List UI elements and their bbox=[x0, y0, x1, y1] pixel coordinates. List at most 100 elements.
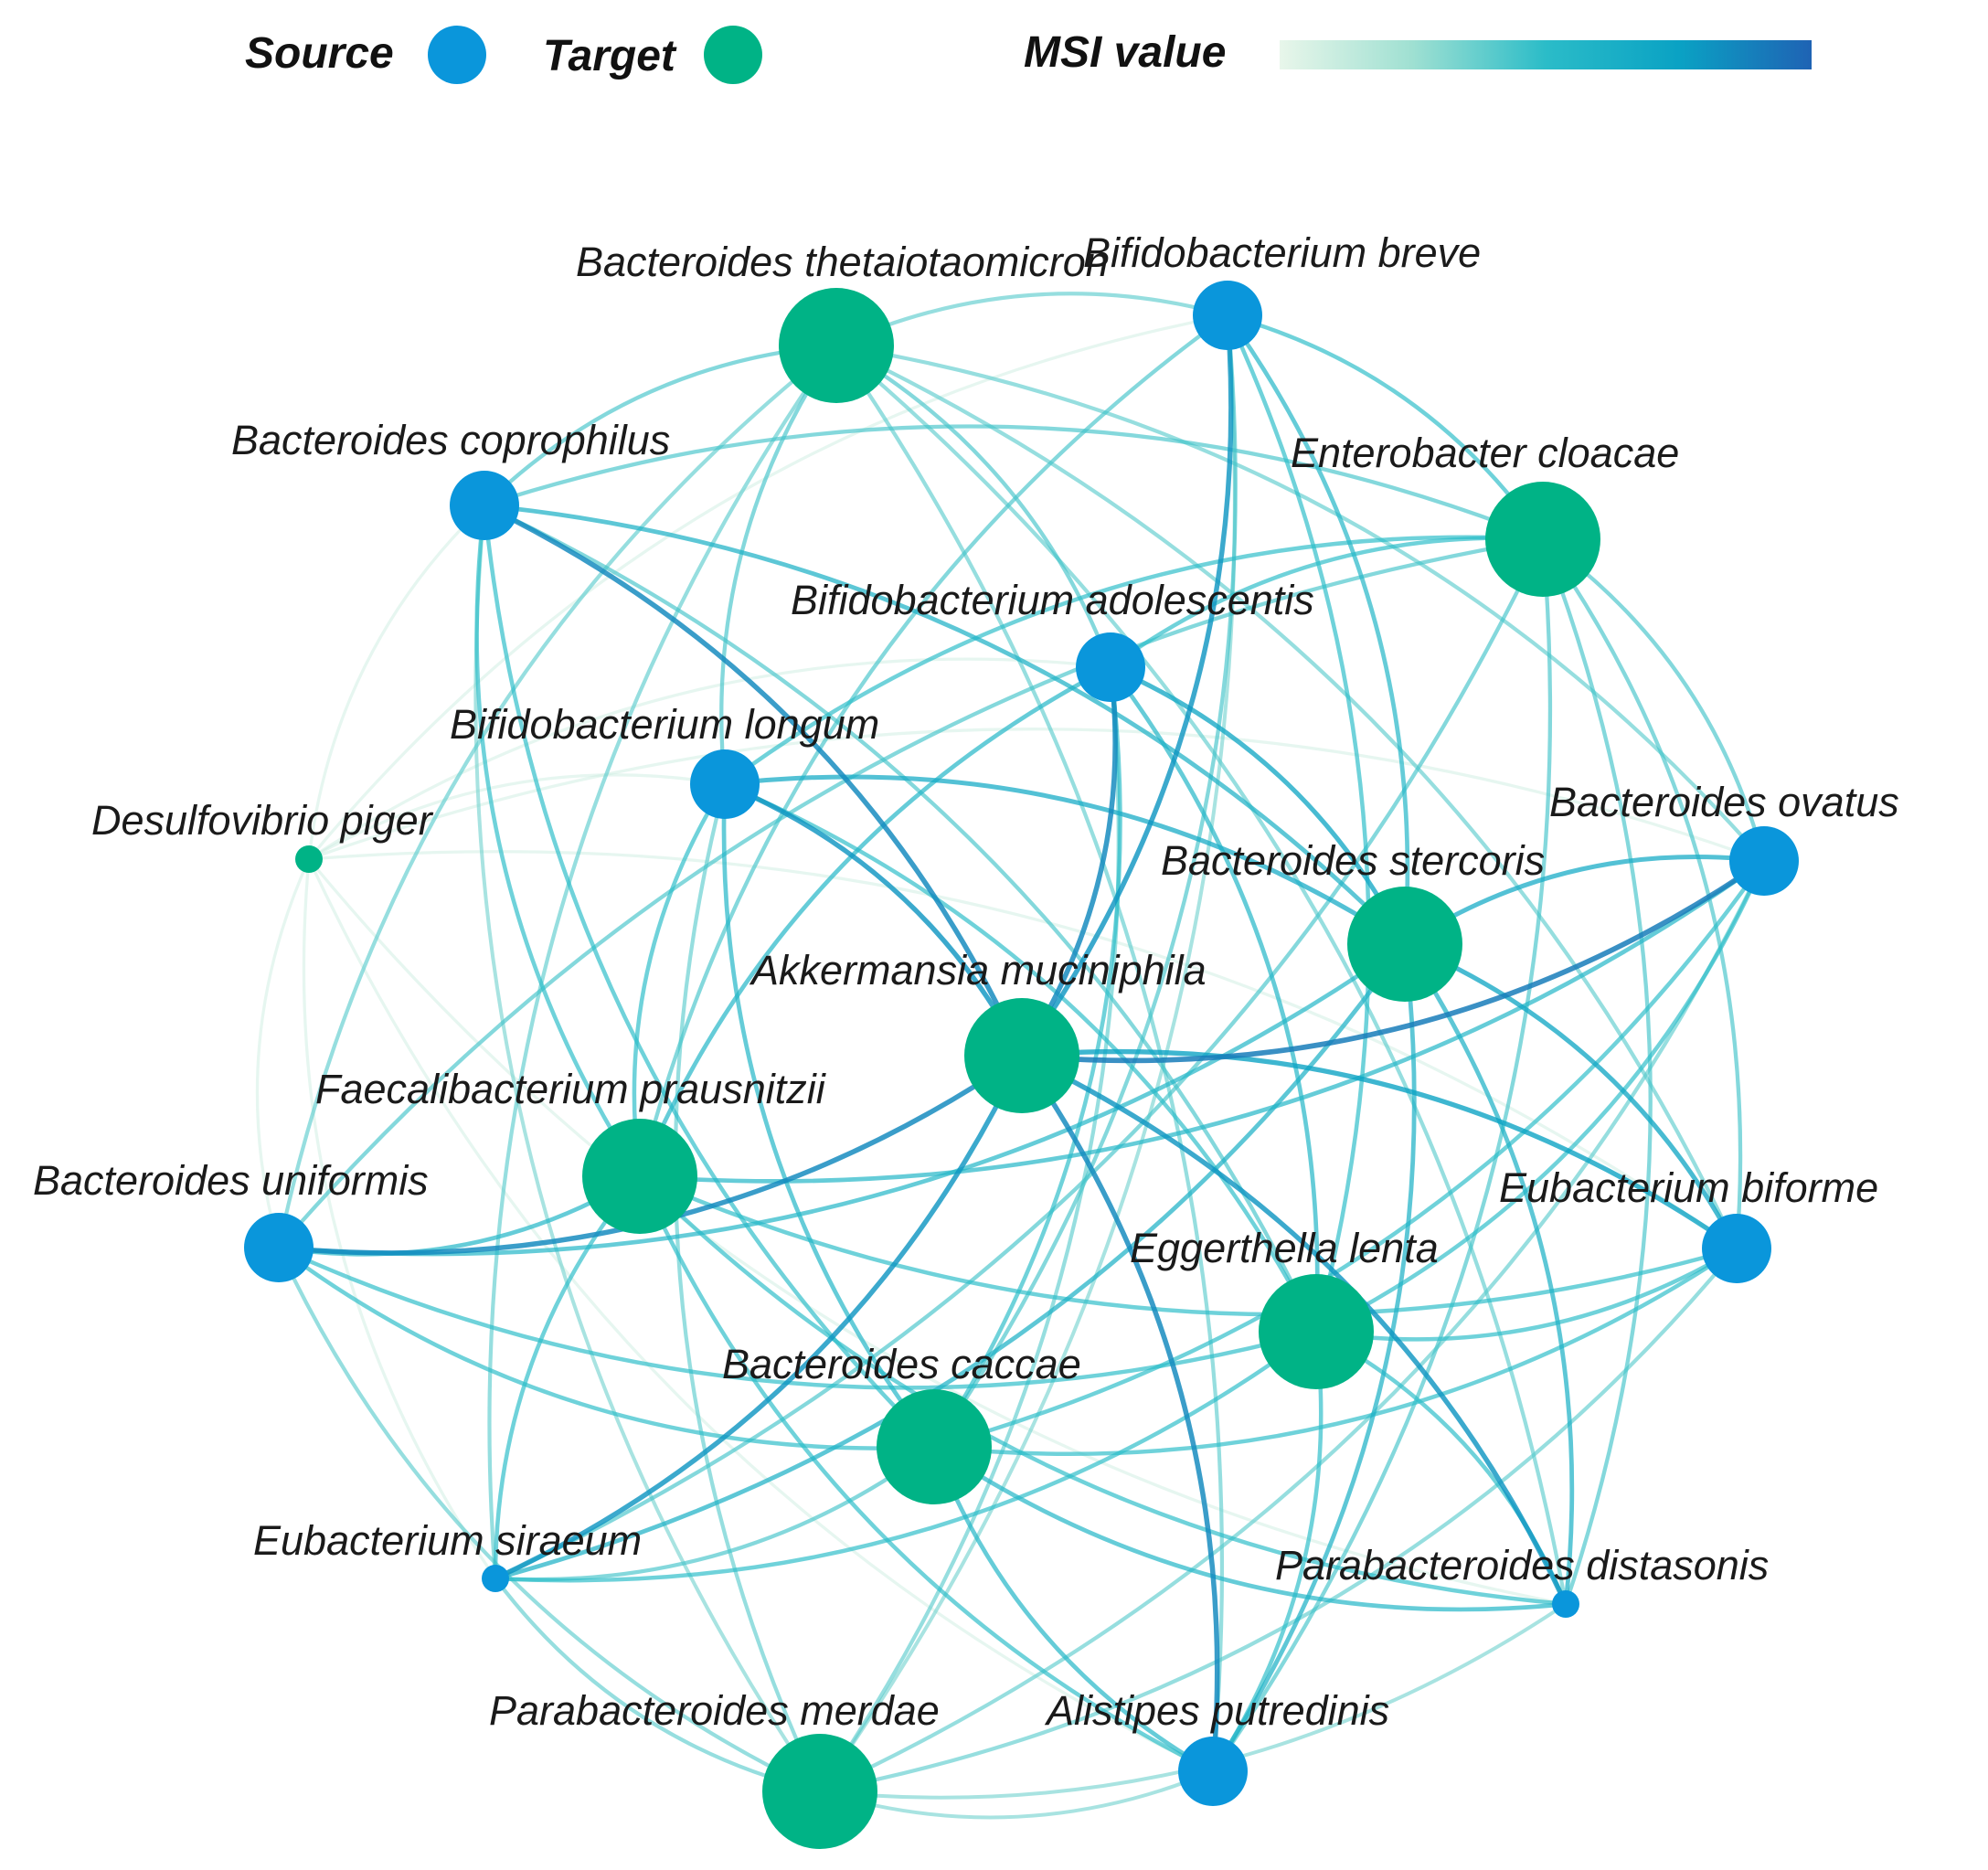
node-ebif[interactable] bbox=[1702, 1214, 1771, 1283]
msi-colorbar bbox=[1280, 40, 1812, 69]
edge-dpig-bado bbox=[307, 657, 1112, 861]
edge-elen-bcop bbox=[482, 503, 1319, 1334]
node-elen[interactable] bbox=[1259, 1274, 1374, 1389]
node-label-pdis: Parabacteroides distasonis bbox=[1275, 1542, 1769, 1588]
node-label-bthe: Bacteroides thetaiotaomicron bbox=[576, 239, 1109, 285]
edge-fpra-pdis bbox=[637, 1174, 1568, 1607]
edge-bthe-pdis bbox=[834, 343, 1568, 1607]
node-label-fpra: Faecalibacterium prausnitzii bbox=[315, 1066, 827, 1112]
edge-bcac-aput bbox=[931, 1444, 1216, 1774]
legend: Source Target MSI value bbox=[245, 26, 1812, 84]
edge-eclo-aput bbox=[1210, 537, 1553, 1774]
edge-bste-bbre bbox=[1225, 313, 1410, 947]
node-bthe[interactable] bbox=[779, 288, 894, 403]
legend-target-dot bbox=[704, 26, 762, 84]
edge-elen-bado bbox=[1108, 664, 1320, 1334]
edge-bthe-bado bbox=[834, 343, 1113, 670]
node-label-bcac: Bacteroides caccae bbox=[722, 1341, 1081, 1387]
edge-dpig-aput bbox=[307, 857, 1215, 1773]
edge-eclo-blon bbox=[722, 535, 1546, 787]
edge-bcac-bado bbox=[931, 664, 1122, 1450]
label-layer: Bacteroides thetaiotaomicronBifidobacter… bbox=[33, 229, 1899, 1734]
node-bado[interactable] bbox=[1076, 632, 1145, 702]
edge-dpig-blon bbox=[307, 773, 727, 861]
node-label-pmer: Parabacteroides merdae bbox=[489, 1687, 940, 1734]
edge-elen-blon bbox=[722, 781, 1319, 1334]
edge-amuc-bado bbox=[1019, 664, 1118, 1058]
legend-source-label: Source bbox=[245, 29, 394, 78]
node-label-esir: Eubacterium siraeum bbox=[253, 1517, 642, 1564]
edge-fpra-aput bbox=[637, 1174, 1216, 1774]
legend-msi-label: MSI value bbox=[1024, 28, 1226, 77]
node-label-bcop: Bacteroides coprophilus bbox=[231, 417, 670, 463]
node-bcop[interactable] bbox=[450, 471, 519, 540]
node-label-amuc: Akkermansia muciniphila bbox=[749, 947, 1207, 993]
edge-fpra-bova bbox=[637, 858, 1767, 1184]
edge-eclo-pdis bbox=[1540, 537, 1653, 1607]
edge-bste-pdis bbox=[1402, 941, 1575, 1607]
edge-dpig-bcop bbox=[307, 504, 486, 861]
node-bste[interactable] bbox=[1347, 887, 1462, 1002]
edge-bcac-bova bbox=[931, 858, 1767, 1450]
node-label-bste: Bacteroides stercoris bbox=[1161, 837, 1545, 884]
node-pmer[interactable] bbox=[762, 1734, 877, 1849]
node-label-dpig: Desulfovibrio piger bbox=[91, 797, 434, 844]
edge-fpra-esir bbox=[493, 1174, 643, 1581]
edge-bste-bcop bbox=[482, 503, 1408, 947]
edge-bste-bado bbox=[1108, 664, 1408, 947]
node-blon[interactable] bbox=[690, 749, 760, 819]
node-eclo[interactable] bbox=[1485, 482, 1600, 597]
edge-pmer-bcop bbox=[473, 504, 822, 1793]
edge-bste-esir bbox=[493, 941, 1408, 1581]
edge-amuc-bbre bbox=[1019, 313, 1234, 1058]
edge-dpig-buni bbox=[255, 857, 311, 1249]
edge-bcac-pdis bbox=[931, 1444, 1568, 1612]
edge-elen-bbre bbox=[1225, 313, 1371, 1334]
node-esir[interactable] bbox=[482, 1565, 509, 1592]
edge-elen-esir bbox=[493, 1329, 1319, 1583]
node-label-ebif: Eubacterium biforme bbox=[1499, 1164, 1878, 1211]
edge-bcac-ebif bbox=[931, 1246, 1739, 1456]
edge-dpig-bbre bbox=[307, 313, 1229, 861]
edge-dpig-ebif bbox=[307, 850, 1738, 1250]
node-label-elen: Eggerthella lenta bbox=[1130, 1225, 1439, 1271]
node-bova[interactable] bbox=[1729, 826, 1799, 896]
edge-amuc-ebif bbox=[1019, 1048, 1739, 1251]
edge-bthe-aput bbox=[834, 343, 1225, 1774]
node-label-bbre: Bifidobacterium breve bbox=[1083, 229, 1481, 276]
edge-fpra-bbre bbox=[637, 313, 1230, 1179]
node-label-eclo: Enterobacter cloacae bbox=[1291, 430, 1679, 476]
edge-eclo-bcop bbox=[482, 424, 1546, 542]
edge-amuc-esir bbox=[493, 1053, 1025, 1581]
legend-source-dot bbox=[428, 26, 486, 84]
node-buni[interactable] bbox=[244, 1213, 314, 1282]
node-label-bado: Bifidobacterium adolescentis bbox=[791, 577, 1314, 623]
node-fpra[interactable] bbox=[582, 1119, 697, 1234]
edge-dpig-pdis bbox=[307, 857, 1568, 1606]
node-bcac[interactable] bbox=[877, 1389, 992, 1504]
node-amuc[interactable] bbox=[964, 998, 1079, 1113]
edge-bthe-buni bbox=[276, 343, 839, 1250]
edge-fpra-bado bbox=[637, 664, 1113, 1179]
edge-amuc-aput bbox=[1019, 1053, 1220, 1774]
node-pdis[interactable] bbox=[1552, 1590, 1579, 1618]
edge-eclo-ebif bbox=[1540, 537, 1743, 1251]
edge-elen-ebif bbox=[1313, 1246, 1739, 1342]
edge-pmer-blon bbox=[673, 781, 823, 1794]
node-dpig[interactable] bbox=[295, 845, 323, 873]
node-label-buni: Bacteroides uniformis bbox=[33, 1157, 429, 1204]
node-bbre[interactable] bbox=[1193, 281, 1262, 350]
edge-dpig-esir bbox=[302, 857, 497, 1580]
edge-bste-buni bbox=[276, 941, 1408, 1257]
edge-bcac-bcop bbox=[482, 503, 937, 1450]
edge-bthe-ebif bbox=[834, 343, 1739, 1251]
node-aput[interactable] bbox=[1178, 1737, 1248, 1806]
edge-bthe-bova bbox=[834, 343, 1767, 864]
edge-bste-blon bbox=[722, 774, 1408, 947]
edge-bste-aput bbox=[1210, 941, 1417, 1774]
edge-bthe-blon bbox=[719, 343, 839, 787]
edge-amuc-bova bbox=[1019, 858, 1767, 1064]
node-label-bova: Bacteroides ovatus bbox=[1549, 779, 1899, 825]
edge-amuc-bcop bbox=[482, 503, 1025, 1058]
